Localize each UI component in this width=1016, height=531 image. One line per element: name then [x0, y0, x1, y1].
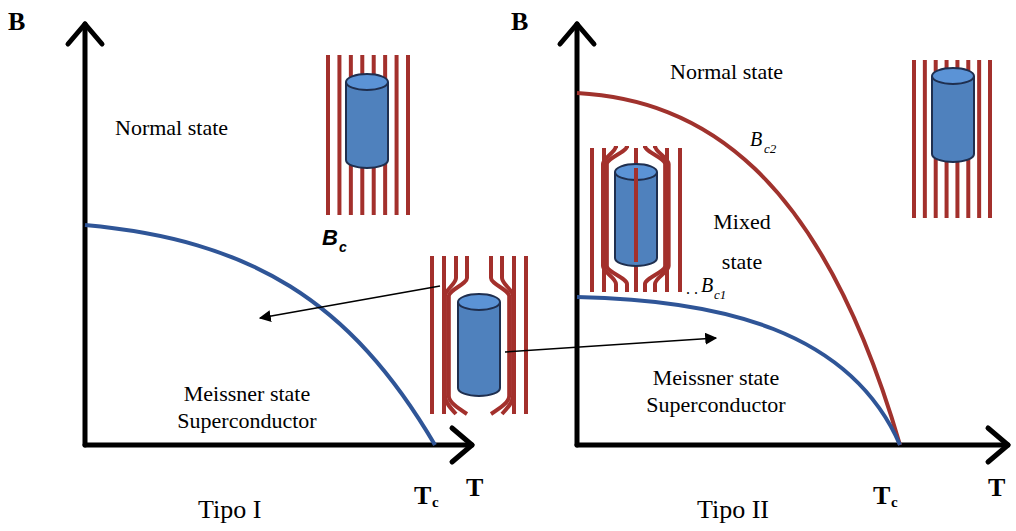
axis-label: B [511, 8, 528, 37]
axis-label: T [988, 474, 1005, 503]
mixed-state-sketch [592, 146, 680, 292]
cylinder-edge [614, 172, 616, 258]
field-line [406, 55, 410, 215]
cylinder-body [458, 302, 500, 388]
cylinder-top [346, 74, 388, 90]
field-line [326, 55, 330, 215]
cylinder-top [932, 68, 974, 84]
cylinder-body [346, 82, 388, 160]
panel-title: Tipo II [697, 496, 769, 525]
region-label: Meissner state Superconductor [147, 380, 347, 434]
field-line [678, 148, 682, 292]
cylinder-edge [499, 302, 501, 388]
tick-subscript: c [432, 494, 439, 511]
axis-tick-label: T [414, 482, 431, 511]
normal-state-sketch [914, 60, 990, 218]
region-label: Normal state [670, 60, 783, 84]
field-line [502, 256, 513, 414]
bc-curve [85, 225, 435, 445]
field-line [977, 60, 981, 218]
sample-cylinder [346, 74, 388, 168]
cylinder-body [932, 76, 974, 154]
region-label: Meissner state Superconductor [614, 364, 818, 418]
cylinder-edge [973, 76, 975, 154]
field-line [912, 60, 916, 218]
meissner-sketch [432, 256, 526, 414]
leader-arrow [505, 338, 716, 352]
curve-subscript: c1 [714, 288, 726, 302]
vortex-line [634, 168, 638, 262]
cylinder-edge [387, 82, 389, 160]
cylinder-edge [345, 82, 347, 160]
normal-state-sketch [328, 55, 408, 215]
axis-tick-label: T [873, 482, 890, 511]
field-line [655, 146, 669, 292]
field-line [634, 148, 638, 292]
curve-subscript: c [339, 240, 347, 255]
cylinder-edge [457, 302, 459, 388]
field-illustrations [328, 55, 990, 414]
field-line [512, 256, 516, 414]
sample-cylinder [458, 294, 500, 396]
field-line [923, 60, 927, 218]
field-line [337, 55, 341, 215]
region-label: Normal state [115, 116, 228, 140]
field-line [988, 60, 992, 218]
axes-tipo-i [68, 24, 472, 462]
cylinder-edge [656, 172, 658, 258]
cylinder-edge [931, 76, 933, 154]
curve-label: B [322, 226, 338, 250]
field-line [524, 256, 528, 414]
cylinder-body [346, 82, 388, 160]
leader-dots: . . [686, 280, 698, 298]
bc1-curve [577, 297, 900, 445]
field-line [430, 256, 434, 414]
panel-title: Tipo I [198, 496, 261, 525]
curve-label: B [750, 128, 762, 150]
axis-label: T [466, 474, 483, 503]
field-line [395, 55, 399, 215]
cylinder-body [932, 76, 974, 154]
field-line [590, 148, 594, 292]
curve-label: B [701, 274, 713, 296]
axis-label: B [8, 8, 25, 37]
sample-cylinder [932, 68, 974, 162]
sample-cylinder [615, 164, 657, 266]
axes-tipo-ii [560, 24, 1008, 462]
curve-subscript: c2 [764, 142, 776, 156]
region-label: Mixed state [700, 202, 784, 282]
field-line [665, 148, 669, 292]
cylinder-top [458, 294, 500, 310]
tick-subscript: c [891, 494, 898, 511]
bc2-curve [577, 93, 900, 445]
leader-arrow [260, 286, 440, 318]
cylinder-body [458, 302, 500, 388]
